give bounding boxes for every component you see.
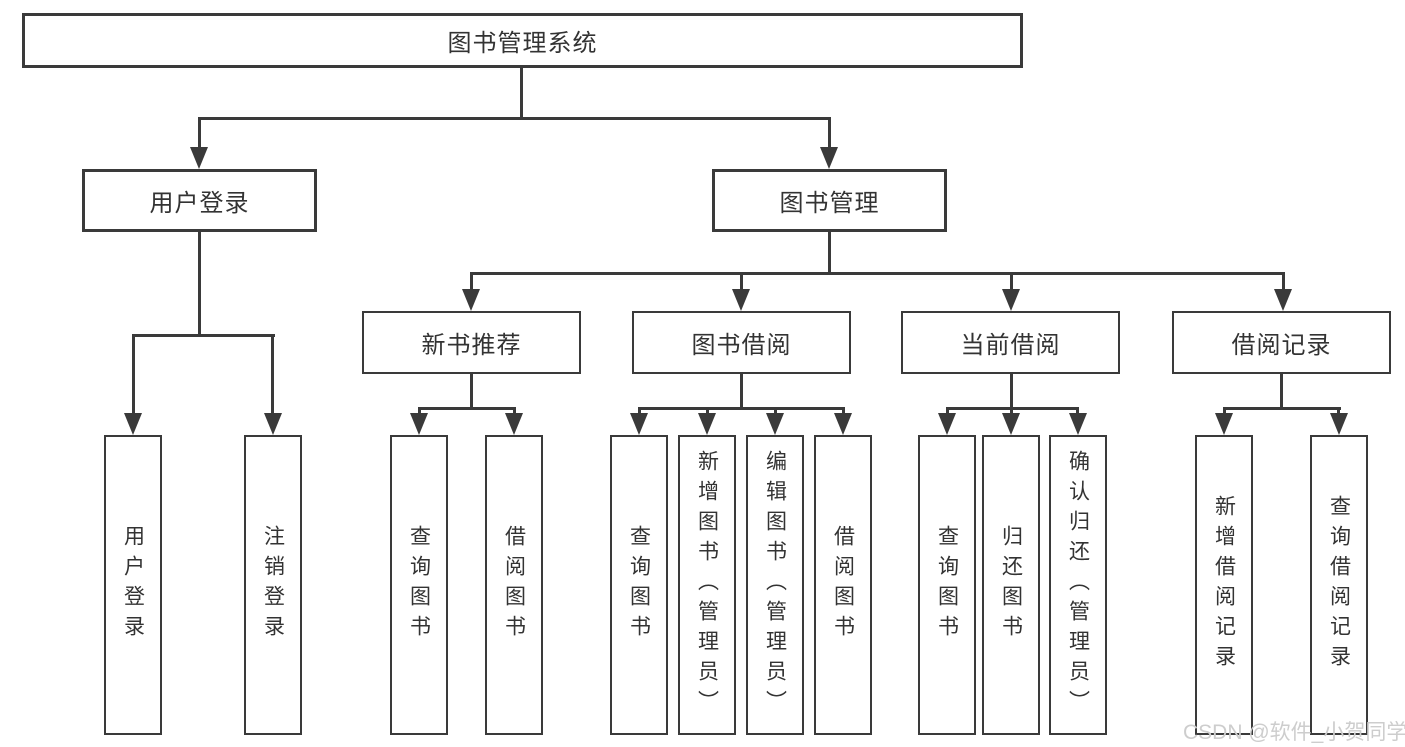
connector-mgmt-vertical — [828, 232, 831, 274]
node-label: 查询图书 — [407, 525, 431, 645]
leaf-borrowing-edit-books-admin: 编辑图书（管理员） — [746, 435, 804, 735]
connector-stub-current-borrow — [1010, 272, 1013, 291]
arrowhead-nb-borrow — [505, 413, 523, 435]
connector-stub-nb-query — [418, 407, 421, 415]
connector-stub-bb-borrow — [842, 407, 845, 415]
node-root-library-system: 图书管理系统 — [22, 13, 1023, 68]
arrowhead-new-book — [462, 289, 480, 311]
leaf-newbook-query-books: 查询图书 — [390, 435, 448, 735]
node-book-borrowing: 图书借阅 — [632, 311, 851, 374]
node-label: 图书管理 — [779, 190, 880, 217]
node-user-login: 用户登录 — [82, 169, 317, 232]
connector-userlogin-vertical — [198, 232, 201, 335]
node-label: 图书借阅 — [691, 332, 792, 359]
node-new-book-recommend: 新书推荐 — [362, 311, 581, 374]
node-label: 当前借阅 — [960, 332, 1061, 359]
connector-stub-leaf-login — [132, 334, 135, 414]
arrowhead-cb-query — [938, 413, 956, 435]
connector-current-vertical — [1010, 374, 1013, 408]
connector-stub-br-query — [1337, 407, 1340, 415]
node-label: 编辑图书（管理员） — [763, 450, 787, 720]
leaf-borrowing-add-books-admin: 新增图书（管理员） — [678, 435, 736, 735]
arrowhead-leaf-logout — [264, 413, 282, 435]
arrowhead-book-borrow — [732, 289, 750, 311]
arrowhead-leaf-login — [124, 413, 142, 435]
leaf-borrowing-borrow-books: 借阅图书 — [814, 435, 872, 735]
connector-root-horizontal — [198, 117, 831, 120]
node-label: 确认归还（管理员） — [1066, 450, 1090, 720]
node-borrowing-records: 借阅记录 — [1172, 311, 1391, 374]
leaf-records-add-borrow-record: 新增借阅记录 — [1195, 435, 1253, 735]
node-label: 用户登录 — [121, 525, 145, 645]
node-label: 图书管理系统 — [447, 30, 598, 57]
node-label: 新增图书（管理员） — [695, 450, 719, 720]
arrowhead-user-login — [190, 147, 208, 169]
arrowhead-nb-query — [410, 413, 428, 435]
connector-stub-book-management — [828, 117, 831, 148]
connector-records-horizontal — [1223, 407, 1341, 410]
arrowhead-current-borrow — [1002, 289, 1020, 311]
connector-stub-new-book — [470, 272, 473, 291]
connector-stub-bb-edit — [774, 407, 777, 415]
node-book-management: 图书管理 — [712, 169, 947, 232]
node-label: 查询图书 — [935, 525, 959, 645]
csdn-watermark: CSDN @软件_小贺同学 — [1183, 721, 1405, 744]
connector-borrow-vertical — [740, 374, 743, 408]
node-label: 注销登录 — [261, 525, 285, 645]
connector-stub-borrow-records — [1282, 272, 1285, 291]
arrowhead-bb-add — [698, 413, 716, 435]
connector-records-vertical — [1280, 374, 1283, 408]
connector-newbook-vertical — [470, 374, 473, 408]
connector-newbook-horizontal — [418, 407, 516, 410]
connector-mgmt-horizontal — [470, 272, 1285, 275]
arrowhead-bb-borrow — [834, 413, 852, 435]
node-label: 新书推荐 — [421, 332, 522, 359]
arrowhead-cb-confirm — [1069, 413, 1087, 435]
connector-stub-cb-return — [1010, 407, 1013, 415]
node-label: 借阅记录 — [1231, 332, 1332, 359]
connector-root-vertical — [520, 68, 523, 120]
leaf-records-query-borrow-record: 查询借阅记录 — [1310, 435, 1368, 735]
arrowhead-book-management — [820, 147, 838, 169]
connector-userlogin-horizontal — [132, 334, 275, 337]
leaf-logout: 注销登录 — [244, 435, 302, 735]
connector-stub-leaf-logout — [271, 334, 274, 414]
connector-stub-br-add — [1223, 407, 1226, 415]
leaf-current-return-books: 归还图书 — [982, 435, 1040, 735]
connector-stub-book-borrow — [740, 272, 743, 291]
arrowhead-cb-return — [1002, 413, 1020, 435]
leaf-current-query-books: 查询图书 — [918, 435, 976, 735]
node-label: 查询借阅记录 — [1327, 495, 1351, 675]
leaf-user-login: 用户登录 — [104, 435, 162, 735]
connector-stub-user-login — [198, 117, 201, 148]
leaf-current-confirm-return-admin: 确认归还（管理员） — [1049, 435, 1107, 735]
connector-borrow-horizontal — [638, 407, 845, 410]
connector-stub-cb-query — [946, 407, 949, 415]
arrowhead-bb-query — [630, 413, 648, 435]
node-label: 借阅图书 — [831, 525, 855, 645]
connector-stub-bb-add — [706, 407, 709, 415]
node-label: 归还图书 — [999, 525, 1023, 645]
connector-stub-cb-confirm — [1076, 407, 1079, 415]
arrowhead-borrow-records — [1274, 289, 1292, 311]
node-current-borrowing: 当前借阅 — [901, 311, 1120, 374]
node-label: 查询图书 — [627, 525, 651, 645]
node-label: 借阅图书 — [502, 525, 526, 645]
node-label: 新增借阅记录 — [1212, 495, 1236, 675]
arrowhead-br-query — [1330, 413, 1348, 435]
connector-stub-nb-borrow — [513, 407, 516, 415]
leaf-borrowing-query-books: 查询图书 — [610, 435, 668, 735]
arrowhead-bb-edit — [766, 413, 784, 435]
node-label: 用户登录 — [149, 190, 250, 217]
arrowhead-br-add — [1215, 413, 1233, 435]
connector-stub-bb-query — [638, 407, 641, 415]
leaf-newbook-borrow-books: 借阅图书 — [485, 435, 543, 735]
